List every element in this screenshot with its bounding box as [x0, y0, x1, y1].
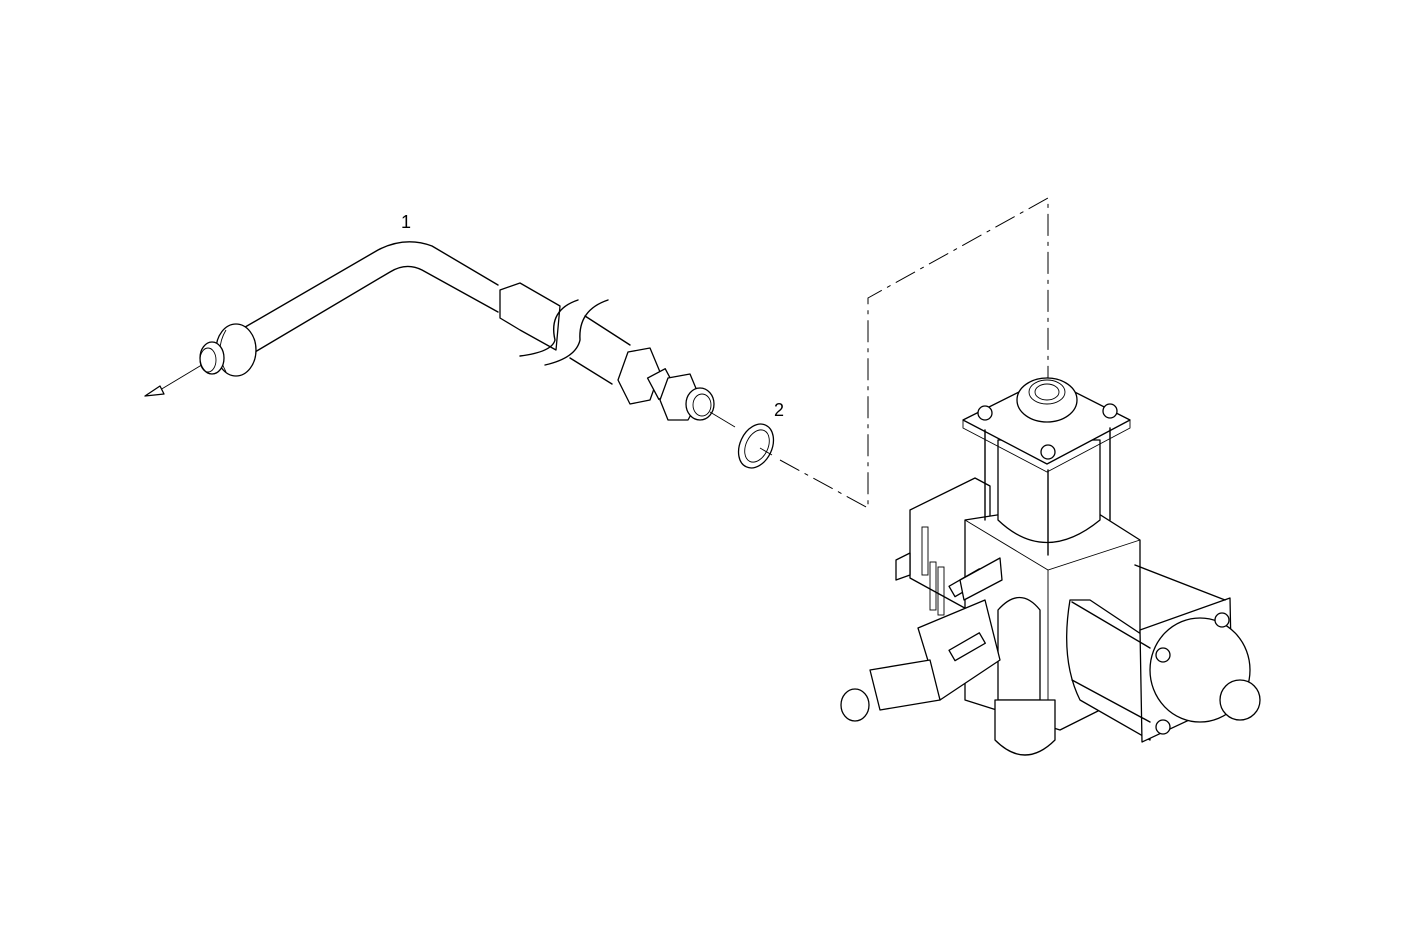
pipe-assembly: [199, 241, 736, 428]
callout-2: 2: [774, 400, 785, 420]
direction-arrow-icon: [144, 359, 211, 397]
assembly-line: [779, 197, 1049, 509]
callout-1: 1: [401, 212, 412, 232]
sealing-ring: [737, 423, 775, 469]
valve-block-assembly: [840, 377, 1261, 756]
